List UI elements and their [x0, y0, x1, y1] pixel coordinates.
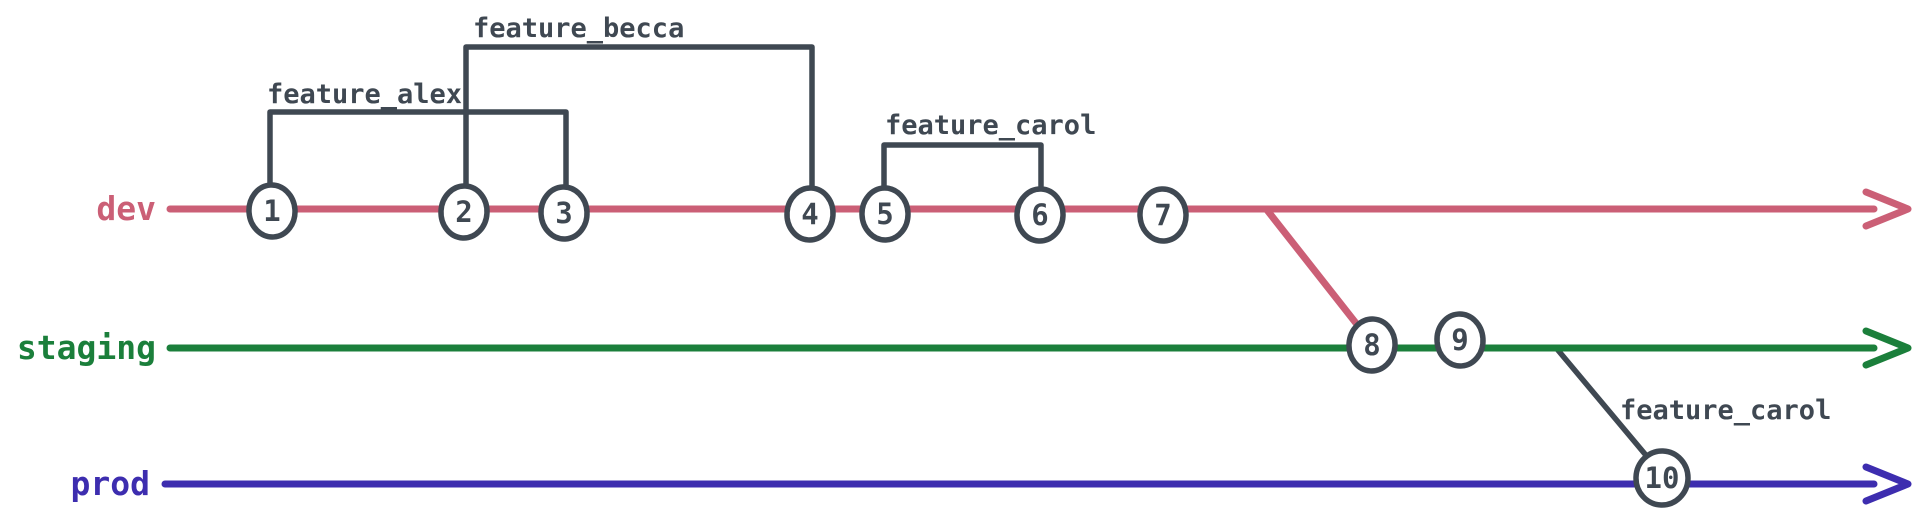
staging-arrowhead-icon	[1862, 327, 1912, 369]
commit-node-7: 7	[1137, 186, 1189, 244]
commit-node-9: 9	[1434, 311, 1486, 369]
dev-arrowhead-icon	[1862, 188, 1912, 230]
commit-number: 2	[455, 195, 472, 229]
commit-node-3: 3	[538, 184, 590, 242]
merge-staging-to-prod-edge	[1554, 346, 1663, 475]
commit-node-5: 5	[859, 185, 911, 243]
commit-number: 1	[263, 194, 280, 228]
commit-number: 8	[1363, 328, 1380, 362]
branch-staging: staging	[17, 327, 1912, 369]
feature-carol-bracket	[881, 142, 1044, 189]
feature-alex-bracket	[267, 109, 569, 190]
commit-node-4: 4	[784, 185, 836, 243]
feature-alex-label: feature_alex	[267, 79, 462, 110]
merge-dev-to-staging-edge	[1263, 206, 1374, 345]
commit-node-6: 6	[1014, 186, 1066, 244]
commit-number: 4	[801, 197, 818, 231]
branch-dev: dev	[96, 188, 1912, 230]
feature-becca-label: feature_becca	[473, 13, 684, 44]
commit-number: 5	[876, 197, 893, 231]
commit-node-1: 1	[246, 182, 298, 240]
feature-carol-merge-label: feature_carol	[1620, 395, 1831, 426]
feature-branch-brackets: feature_alex feature_becca feature_carol	[267, 13, 1096, 190]
commit-number: 9	[1451, 323, 1468, 357]
commit-node-2: 2	[438, 183, 490, 241]
feature-becca-bracket	[463, 44, 815, 189]
branch-label-prod: prod	[71, 464, 150, 503]
commit-number: 6	[1031, 198, 1048, 232]
feature-carol-label: feature_carol	[885, 110, 1096, 141]
commit-nodes: 1 2 3 4 5 6 7 8	[246, 182, 1691, 508]
merge-edges: feature_carol	[1263, 206, 1831, 475]
prod-arrowhead-icon	[1862, 463, 1912, 505]
commit-number: 3	[555, 196, 572, 230]
commit-number: 10	[1645, 461, 1680, 495]
commit-node-10: 10	[1633, 448, 1691, 508]
branch-label-staging: staging	[17, 328, 156, 367]
branch-label-dev: dev	[96, 189, 156, 228]
commit-number: 7	[1154, 198, 1171, 232]
branch-prod: prod	[71, 463, 1912, 505]
commit-node-8: 8	[1346, 316, 1398, 374]
